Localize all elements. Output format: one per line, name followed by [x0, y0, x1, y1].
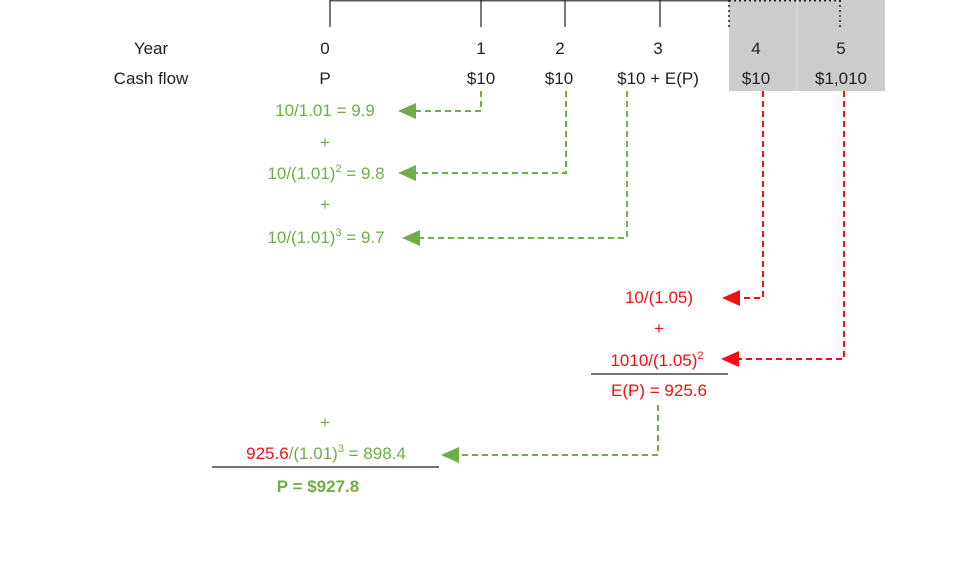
red-term-4: 10/(1.05) [625, 288, 693, 307]
red-arrow-year5 [721, 91, 845, 367]
green-plus-2: + [320, 195, 330, 214]
green-arrow-year3 [402, 91, 628, 246]
year-0: 0 [320, 39, 329, 58]
year-2: 2 [555, 39, 564, 58]
green-term-1: 10/1.01 = 9.9 [275, 101, 375, 120]
year-1: 1 [476, 39, 485, 58]
final-price: P = $927.8 [277, 477, 359, 496]
cashflow-1: $10 [467, 69, 495, 88]
year-4: 4 [751, 39, 760, 58]
cashflow-5: $1,010 [815, 69, 867, 88]
cashflow-4: $10 [742, 69, 770, 88]
green-arrow-year1 [398, 91, 482, 119]
green-arrow-year2 [398, 91, 567, 181]
green-term-3: 10/(1.01)3 = 9.7 [267, 227, 384, 247]
year-5: 5 [836, 39, 845, 58]
year-3: 3 [653, 39, 662, 58]
cashflow-2: $10 [545, 69, 573, 88]
cashflow-0: P [319, 69, 330, 88]
cashflow-row-label: Cash flow [114, 69, 189, 88]
cashflow-3: $10 + E(P) [617, 69, 699, 88]
green-plus-1: + [320, 133, 330, 152]
green-arrow-expected-price [441, 405, 659, 463]
expected-price-result: E(P) = 925.6 [611, 381, 707, 400]
red-term-5: 1010/(1.05)2 [610, 350, 703, 370]
red-plus: + [654, 319, 664, 338]
final-discount-term: 925.6/(1.01)3 = 898.4 [246, 443, 406, 463]
final-plus: + [320, 413, 330, 432]
red-arrow-year4 [722, 91, 764, 306]
future-shaded-region [729, 0, 885, 91]
green-term-2: 10/(1.01)2 = 9.8 [267, 163, 384, 183]
year-row-label: Year [134, 39, 169, 58]
